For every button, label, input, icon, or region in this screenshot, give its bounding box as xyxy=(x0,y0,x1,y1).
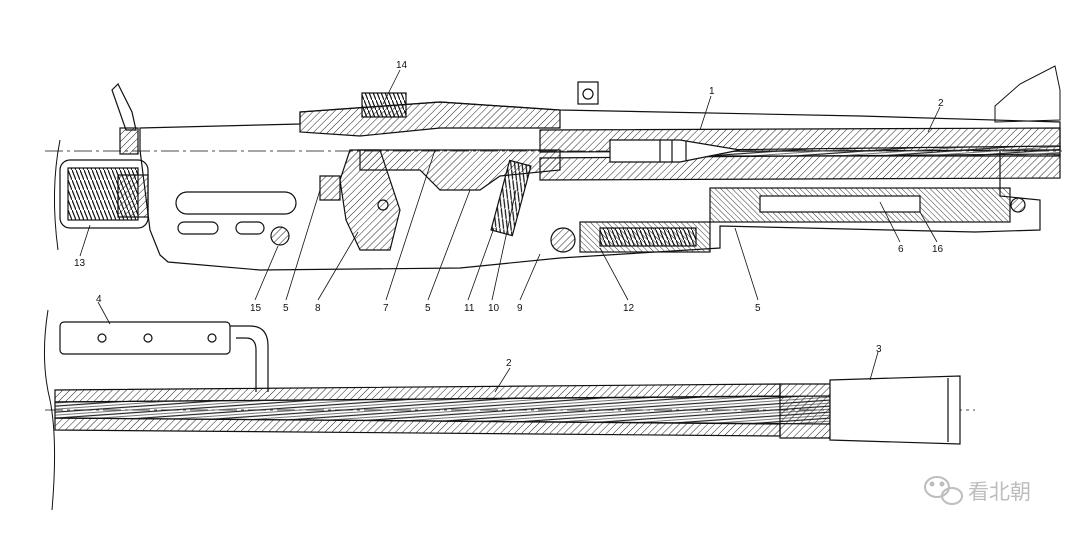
callout-1: 1 xyxy=(709,86,715,97)
callout-16: 16 xyxy=(932,244,944,255)
upper-section-view xyxy=(45,65,1062,271)
callout-5-b: 5 xyxy=(425,303,431,314)
callout-14: 14 xyxy=(396,60,408,71)
watermark: 看北朝 xyxy=(924,476,1031,505)
callout-5-a: 5 xyxy=(283,303,289,314)
callout-7: 7 xyxy=(383,303,389,314)
callout-10: 10 xyxy=(488,303,500,314)
watermark-text: 看北朝 xyxy=(968,480,1031,504)
callout-6: 6 xyxy=(898,244,904,255)
callout-13: 13 xyxy=(74,258,86,269)
callout-15: 15 xyxy=(250,303,262,314)
callout-2-lower: 2 xyxy=(506,358,512,369)
callout-4: 4 xyxy=(96,294,102,305)
callout-8: 8 xyxy=(315,303,321,314)
callout-labels: 14 1 2 13 15 5 8 7 5 11 10 9 12 5 6 16 4… xyxy=(74,60,944,369)
callout-9: 9 xyxy=(517,303,523,314)
buffer-assembly xyxy=(59,159,149,229)
lower-section-view xyxy=(43,139,975,511)
callout-3: 3 xyxy=(876,344,882,355)
callout-2-upper: 2 xyxy=(938,98,944,109)
callout-leaders xyxy=(79,69,941,393)
callout-12: 12 xyxy=(623,303,635,314)
callout-5-c: 5 xyxy=(755,303,761,314)
wechat-icon xyxy=(924,476,963,505)
callout-11: 11 xyxy=(464,303,475,314)
